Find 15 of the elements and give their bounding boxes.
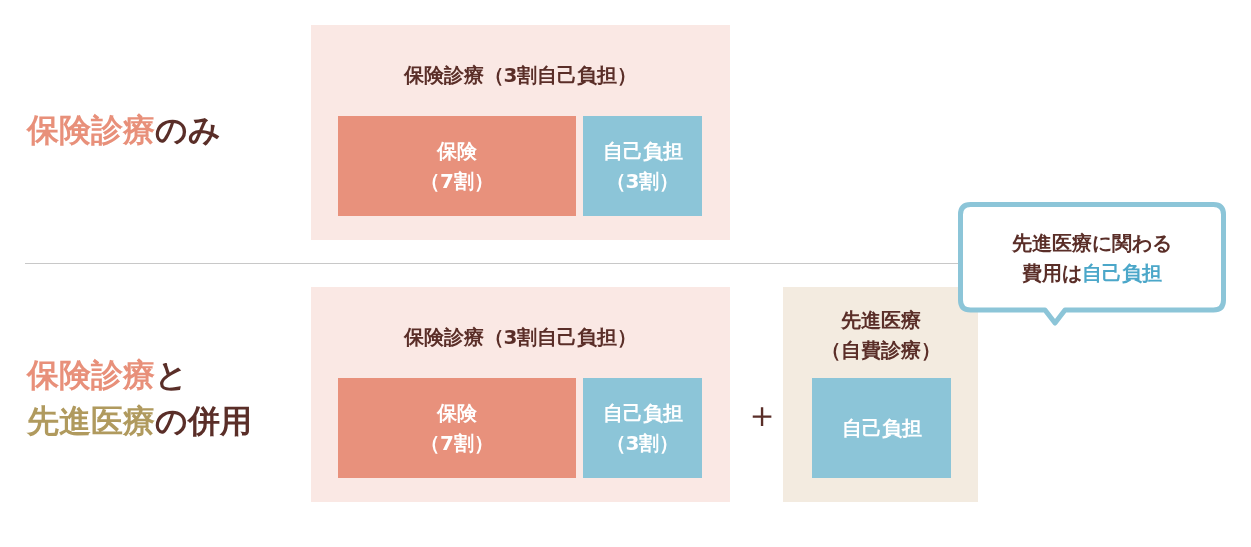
self-pay-block: 自己負担 bbox=[812, 378, 951, 478]
panel-title: 保険診療（3割自己負担） bbox=[403, 62, 638, 89]
advanced-care-panel bbox=[783, 287, 978, 502]
row-heading: 保険診療と先進医療の併用 bbox=[27, 355, 252, 442]
self-pay-block: 自己負担（3割） bbox=[583, 116, 702, 216]
self-pay-block: 自己負担（3割） bbox=[583, 378, 702, 478]
panel-title: 保険診療（3割自己負担） bbox=[403, 324, 638, 351]
insurance-panel bbox=[311, 25, 730, 240]
row-heading: 保険診療のみ bbox=[27, 110, 221, 150]
speech-bubble: 先進医療に関わる費用は自己負担 bbox=[958, 202, 1226, 326]
insurance-panel bbox=[311, 287, 730, 502]
insurance-share-block: 保険（7割） bbox=[338, 116, 576, 216]
plus-sign: ＋ bbox=[744, 393, 780, 437]
panel-title: 先進医療（自費診療） bbox=[820, 307, 941, 364]
insurance-share-block: 保険（7割） bbox=[338, 378, 576, 478]
